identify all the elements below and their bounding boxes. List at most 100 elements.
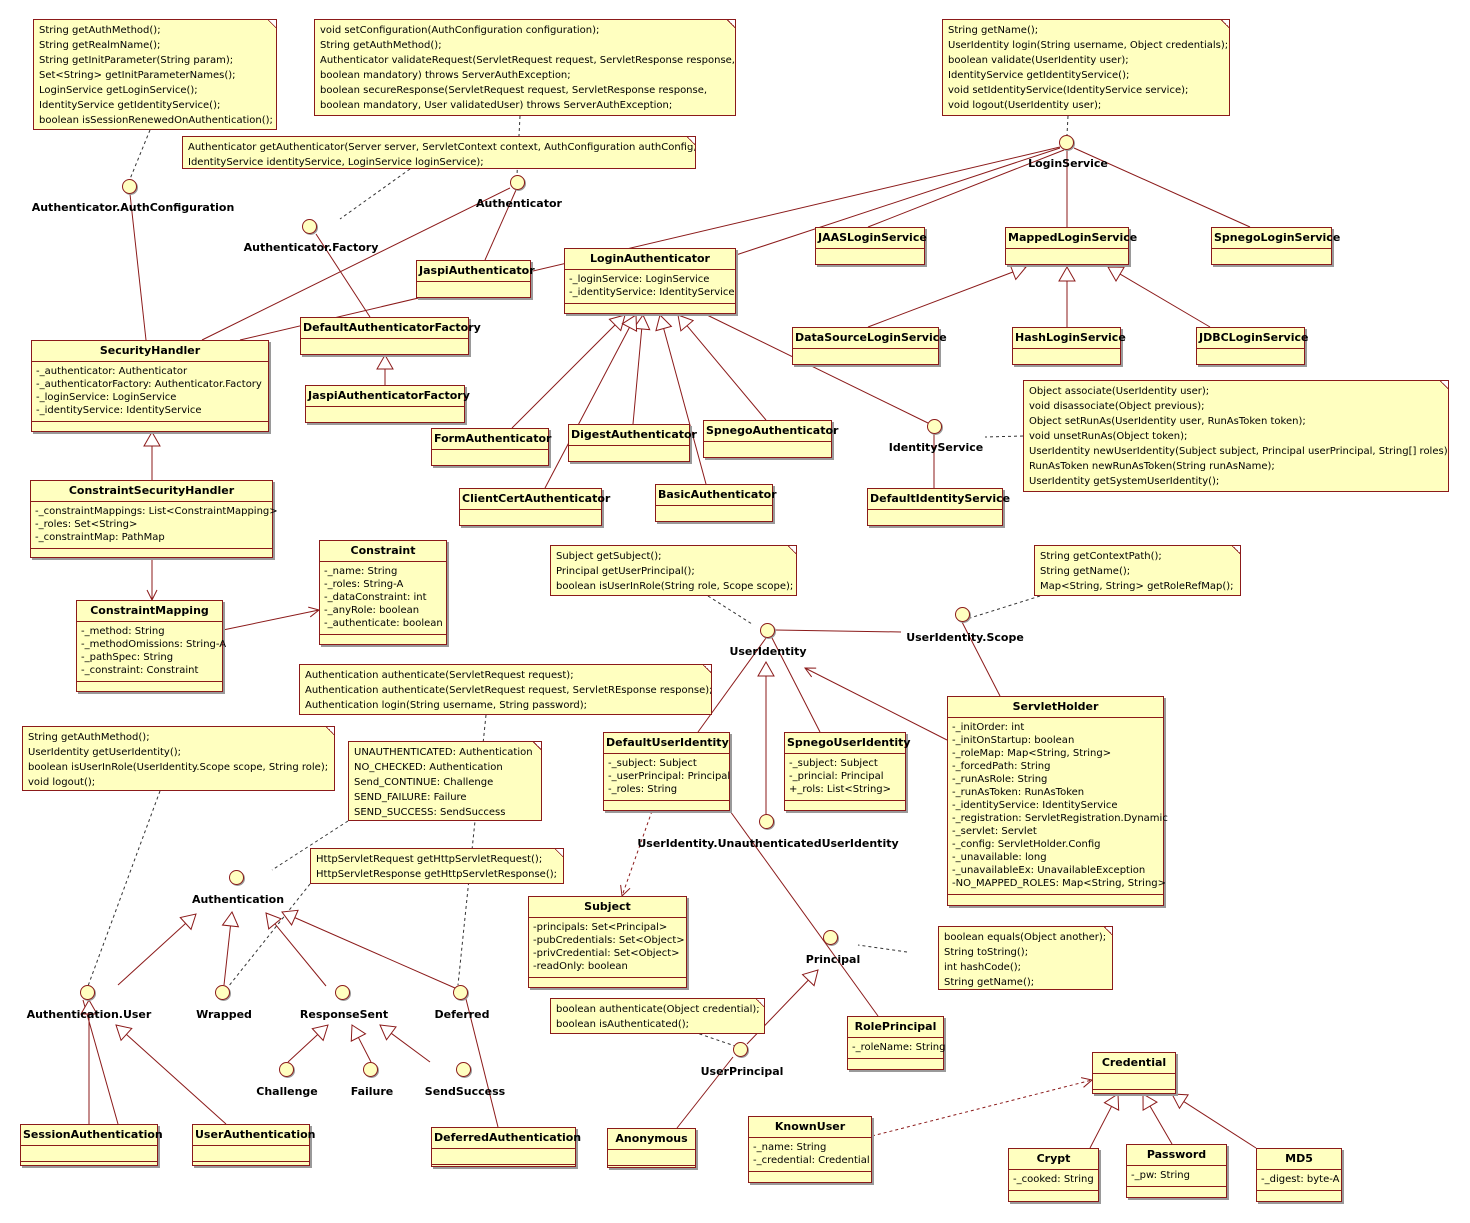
class-jaas-login-service[interactable]: JAASLoginService	[815, 227, 927, 265]
class-md5[interactable]: MD5-_digest: byte-A	[1256, 1148, 1342, 1202]
class-constraint-mapping[interactable]: ConstraintMapping-_method: String-_metho…	[76, 600, 226, 692]
association-line	[129, 193, 147, 341]
interface-response-sent-icon[interactable]	[335, 985, 350, 1000]
class-operations	[1127, 1187, 1226, 1195]
interface-challenge-icon[interactable]	[279, 1062, 294, 1077]
class-attribute: -_identityService: IdentityService	[569, 287, 735, 298]
class-attributes	[1197, 349, 1304, 365]
note-anchor-line	[227, 883, 311, 988]
class-default-user-identity[interactable]: DefaultUserIdentity-_subject: Subject-_u…	[603, 732, 730, 811]
class-known-user[interactable]: KnownUser-_name: String-_credential: Cre…	[748, 1116, 872, 1183]
class-name: JaspiAuthenticator	[417, 261, 535, 282]
interface-wrapped-icon[interactable]	[215, 985, 230, 1000]
class-jdbc-login-service[interactable]: JDBCLoginService	[1196, 327, 1308, 365]
class-name: DefaultAuthenticatorFactory	[301, 318, 481, 339]
class-anonymous[interactable]: Anonymous	[607, 1128, 696, 1168]
class-attributes	[1006, 249, 1128, 265]
class-mapped-login-service[interactable]: MappedLoginService	[1005, 227, 1137, 265]
note-line: String getAuthMethod();	[39, 25, 161, 36]
interface-principal-icon[interactable]	[823, 930, 838, 945]
class-subject[interactable]: Subject-principals: Set<Principal>-pubCr…	[528, 896, 687, 988]
interface-failure-icon[interactable]	[363, 1062, 378, 1077]
generalization-arrowhead	[143, 430, 161, 447]
interface-authentication-user-icon[interactable]	[80, 985, 95, 1000]
class-constraint-security-handler[interactable]: ConstraintSecurityHandler-_constraintMap…	[30, 480, 278, 558]
association-line	[511, 324, 616, 429]
interface-authenticator-icon[interactable]	[510, 175, 525, 190]
class-client-cert-authenticator[interactable]: ClientCertAuthenticator	[459, 488, 610, 526]
association-line	[544, 327, 630, 489]
class-operations	[1212, 265, 1331, 273]
note-line: Subject getSubject();	[556, 551, 662, 562]
note-line: SEND_FAILURE: Failure	[354, 792, 467, 803]
class-operations	[1009, 1191, 1098, 1199]
interface-user-principal-icon[interactable]	[733, 1042, 748, 1057]
class-attribute: -_name: String	[324, 566, 398, 577]
class-attributes: -_name: String-_credential: Credential	[749, 1138, 871, 1172]
class-security-handler[interactable]: SecurityHandler-_authenticator: Authenti…	[31, 340, 269, 432]
class-role-principal[interactable]: RolePrincipal-_roleName: String	[847, 1016, 945, 1070]
class-servlet-holder[interactable]: ServletHolder-_initOrder: int-_initOnSta…	[947, 696, 1168, 906]
class-attributes	[656, 506, 772, 522]
association-line	[771, 637, 821, 733]
association-line	[315, 233, 371, 318]
class-jaspi-authenticator[interactable]: JaspiAuthenticator	[416, 260, 535, 298]
generalization-arrowhead	[80, 998, 98, 1015]
class-attributes: -_name: String-_roles: String-A-_dataCon…	[320, 562, 446, 635]
class-operations	[868, 526, 1002, 534]
class-attribute: -_roles: Set<String>	[35, 519, 138, 530]
note-line: int hashCode();	[944, 962, 1022, 973]
interface-login-service-icon[interactable]	[1059, 135, 1074, 150]
class-name: SpnegoLoginService	[1212, 228, 1340, 249]
class-session-authentication[interactable]: SessionAuthentication	[20, 1124, 163, 1166]
class-constraint[interactable]: Constraint-_name: String-_roles: String-…	[319, 540, 447, 645]
interface-principal-label: Principal	[805, 953, 861, 966]
class-name: DataSourceLoginService	[793, 328, 947, 349]
class-credential[interactable]: Credential	[1092, 1052, 1176, 1094]
class-spnego-authenticator[interactable]: SpnegoAuthenticator	[703, 420, 838, 458]
interface-authentication-icon[interactable]	[229, 870, 244, 885]
class-spnego-login-service[interactable]: SpnegoLoginService	[1211, 227, 1340, 265]
class-user-authentication[interactable]: UserAuthentication	[192, 1124, 315, 1166]
class-login-authenticator[interactable]: LoginAuthenticator-_loginService: LoginS…	[564, 248, 736, 314]
generalization-arrowhead	[1009, 263, 1027, 281]
association-line	[287, 1034, 319, 1063]
class-attributes: -_roleName: String	[848, 1038, 945, 1059]
class-name: Constraint	[320, 541, 446, 562]
class-datasource-login-service[interactable]: DataSourceLoginService	[792, 327, 947, 365]
interface-send-success-label: SendSuccess	[424, 1085, 506, 1098]
interface-auth-configuration-icon[interactable]	[122, 179, 137, 194]
interface-unauthenticated-user-identity-icon[interactable]	[759, 814, 774, 829]
class-spnego-user-identity[interactable]: SpnegoUserIdentity-_subject: Subject-_pr…	[784, 732, 911, 811]
class-attribute: -NO_MAPPED_ROLES: Map<String, String>	[952, 878, 1167, 889]
class-form-authenticator[interactable]: FormAuthenticator	[431, 428, 551, 466]
class-attribute: -_dataConstraint: int	[324, 592, 427, 603]
class-basic-authenticator[interactable]: BasicAuthenticator	[655, 484, 777, 522]
class-default-authenticator-factory[interactable]: DefaultAuthenticatorFactory	[300, 317, 481, 355]
class-operations	[1093, 1090, 1175, 1098]
class-default-identity-service[interactable]: DefaultIdentityService	[867, 488, 1010, 526]
class-jaspi-authenticator-factory[interactable]: JaspiAuthenticatorFactory	[305, 385, 470, 423]
interface-auth-configuration-label: Authenticator.AuthConfiguration	[31, 201, 235, 214]
interface-send-success-icon[interactable]	[456, 1062, 471, 1077]
class-attribute: -_authenticate: boolean	[324, 618, 443, 629]
interface-identity-service-icon[interactable]	[927, 419, 942, 434]
interface-user-identity-icon[interactable]	[760, 623, 775, 638]
class-attributes: -principals: Set<Principal>-pubCredentia…	[529, 918, 686, 978]
generalization-arrowhead	[621, 314, 638, 332]
note-line: LoginService getLoginService();	[39, 85, 198, 96]
interface-user-identity-scope-icon[interactable]	[955, 607, 970, 622]
class-hash-login-service[interactable]: HashLoginService	[1012, 327, 1126, 365]
note-user-identity: Subject getSubject();Principal getUserPr…	[550, 545, 797, 596]
note-line: boolean isUserInRole(UserIdentity.Scope …	[28, 762, 329, 773]
class-attribute: -_identityService: IdentityService	[36, 405, 202, 416]
interface-deferred-icon[interactable]	[453, 985, 468, 1000]
class-deferred-authentication[interactable]: DeferredAuthentication	[431, 1127, 581, 1167]
interface-user-identity-label: UserIdentity	[729, 645, 807, 658]
association-line	[126, 1033, 227, 1125]
note-anchor-line	[969, 595, 1041, 619]
class-crypt[interactable]: Crypt-_cooked: String	[1008, 1148, 1099, 1202]
interface-authenticator-factory-icon[interactable]	[302, 219, 317, 234]
class-digest-authenticator[interactable]: DigestAuthenticator	[568, 424, 697, 462]
class-password[interactable]: Password-_pw: String	[1126, 1144, 1227, 1198]
